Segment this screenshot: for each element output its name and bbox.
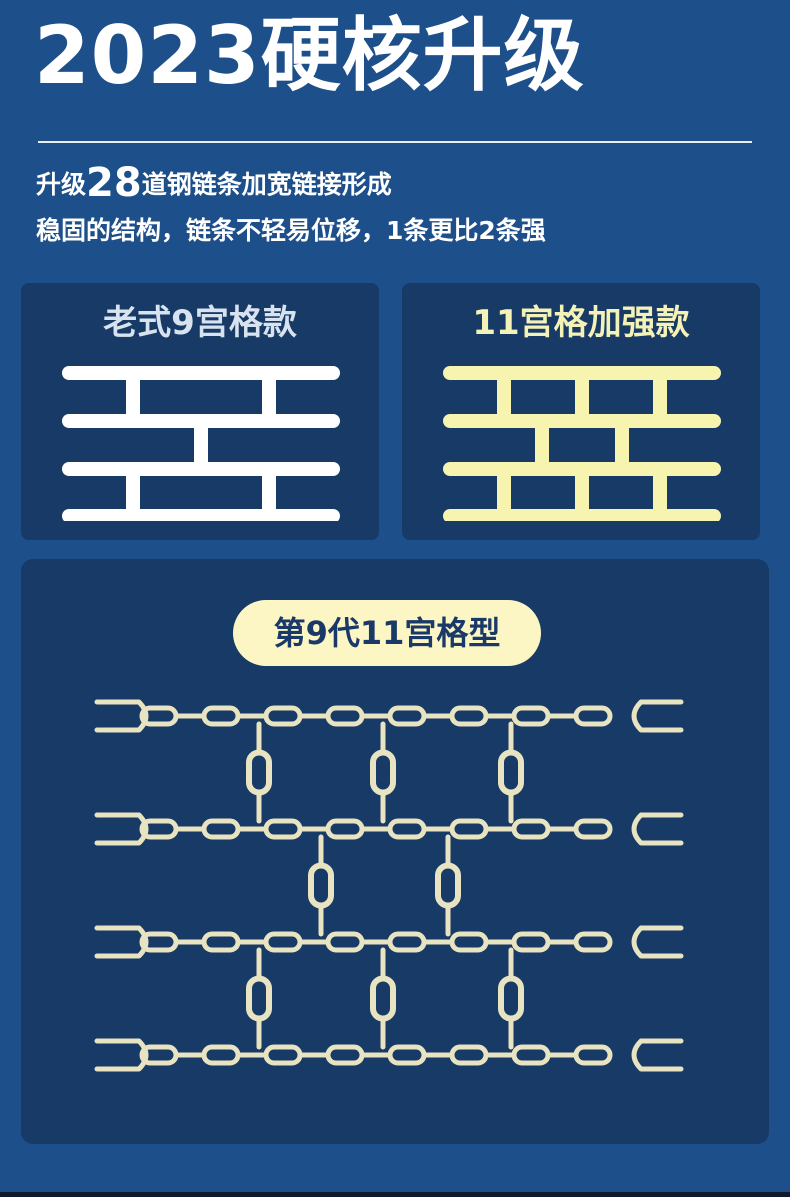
title-divider <box>38 141 752 143</box>
description-number: 28 <box>86 160 142 206</box>
chain-end-hook <box>94 925 149 959</box>
chain-link <box>325 705 365 727</box>
chain-link <box>263 705 303 727</box>
chain-link <box>325 1044 365 1066</box>
chain-link <box>573 705 613 727</box>
chain-link <box>511 705 551 727</box>
chain-link <box>498 975 524 1022</box>
old-grid-pattern <box>62 366 340 521</box>
chain-link <box>370 749 396 796</box>
chain-link <box>387 931 427 953</box>
chain-link <box>325 818 365 840</box>
chain-link <box>387 705 427 727</box>
description-prefix: 升级 <box>36 170 87 199</box>
chain-end-hook <box>94 1038 149 1072</box>
description-suffix: 道钢链条加宽链接形成 <box>141 170 392 199</box>
product-panel: 第9代11宫格型 <box>21 559 769 1144</box>
generation-badge: 第9代11宫格型 <box>233 600 541 666</box>
chain-end-hook <box>631 925 684 959</box>
chain-link <box>511 1044 551 1066</box>
chain-link <box>387 1044 427 1066</box>
old-style-label: 老式9宫格款 <box>103 303 297 343</box>
chain-end-hook <box>631 699 684 733</box>
chain-link <box>308 862 334 909</box>
old-style-panel: 老式9宫格款 <box>21 283 379 540</box>
chain-link <box>246 749 272 796</box>
chain-link <box>370 975 396 1022</box>
chain-link <box>573 1044 613 1066</box>
chain-link <box>511 818 551 840</box>
chain-link <box>246 975 272 1022</box>
chain-end-hook <box>631 1038 684 1072</box>
chain-end-hook <box>94 699 149 733</box>
bottom-bar <box>0 1192 790 1197</box>
chain-link <box>263 818 303 840</box>
chain-link <box>573 818 613 840</box>
enhanced-style-label: 11宫格加强款 <box>472 303 690 343</box>
description-line-2: 稳固的结构，链条不轻易位移，1条更比2条强 <box>36 216 546 245</box>
chain-link <box>325 931 365 953</box>
chain-link <box>573 931 613 953</box>
enhanced-grid-pattern <box>443 366 721 521</box>
chain-link <box>387 818 427 840</box>
snow-chain-illustration <box>94 699 684 1072</box>
chain-end-hook <box>631 812 684 846</box>
chain-link <box>435 862 461 909</box>
chain-link <box>263 1044 303 1066</box>
description: 升级28道钢链条加宽链接形成 稳固的结构，链条不轻易位移，1条更比2条强 <box>36 160 546 254</box>
chain-link <box>201 818 241 840</box>
page-title: 2023硬核升级 <box>34 9 585 102</box>
chain-link <box>201 1044 241 1066</box>
chain-link <box>449 818 489 840</box>
enhanced-style-panel: 11宫格加强款 <box>402 283 760 540</box>
chain-link <box>263 931 303 953</box>
chain-link <box>201 705 241 727</box>
chain-link <box>201 931 241 953</box>
chain-link <box>449 1044 489 1066</box>
description-line-1: 升级28道钢链条加宽链接形成 <box>36 160 546 208</box>
chain-end-hook <box>94 812 149 846</box>
chain-link <box>511 931 551 953</box>
chain-link <box>498 749 524 796</box>
chain-link <box>449 931 489 953</box>
chain-link <box>449 705 489 727</box>
